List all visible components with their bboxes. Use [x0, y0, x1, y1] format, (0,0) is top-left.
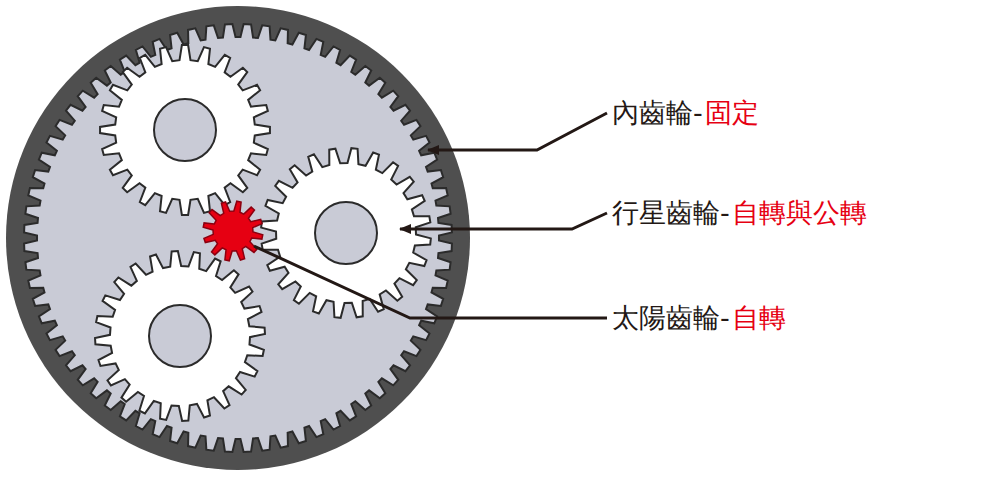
planet-shaft [154, 99, 216, 161]
planet-gear [261, 148, 431, 318]
planet-gear [100, 45, 270, 215]
planet-shaft [315, 202, 377, 264]
leader-line [400, 213, 607, 229]
motion-note: 自轉與公轉 [732, 199, 867, 226]
part-name: 太陽齒輪- [612, 304, 730, 331]
planet-shaft [149, 305, 211, 367]
motion-note: 固定 [705, 99, 759, 126]
ring-gear-body [6, 6, 470, 470]
leader-line [428, 113, 607, 150]
planet-gear [95, 251, 265, 421]
part-name: 內齒輪- [612, 99, 703, 126]
leader-line [254, 246, 607, 318]
motion-note: 自轉 [732, 304, 786, 331]
ring-gear-teeth [24, 24, 452, 452]
part-name: 行星齒輪- [612, 199, 730, 226]
sun-gear [203, 201, 263, 261]
